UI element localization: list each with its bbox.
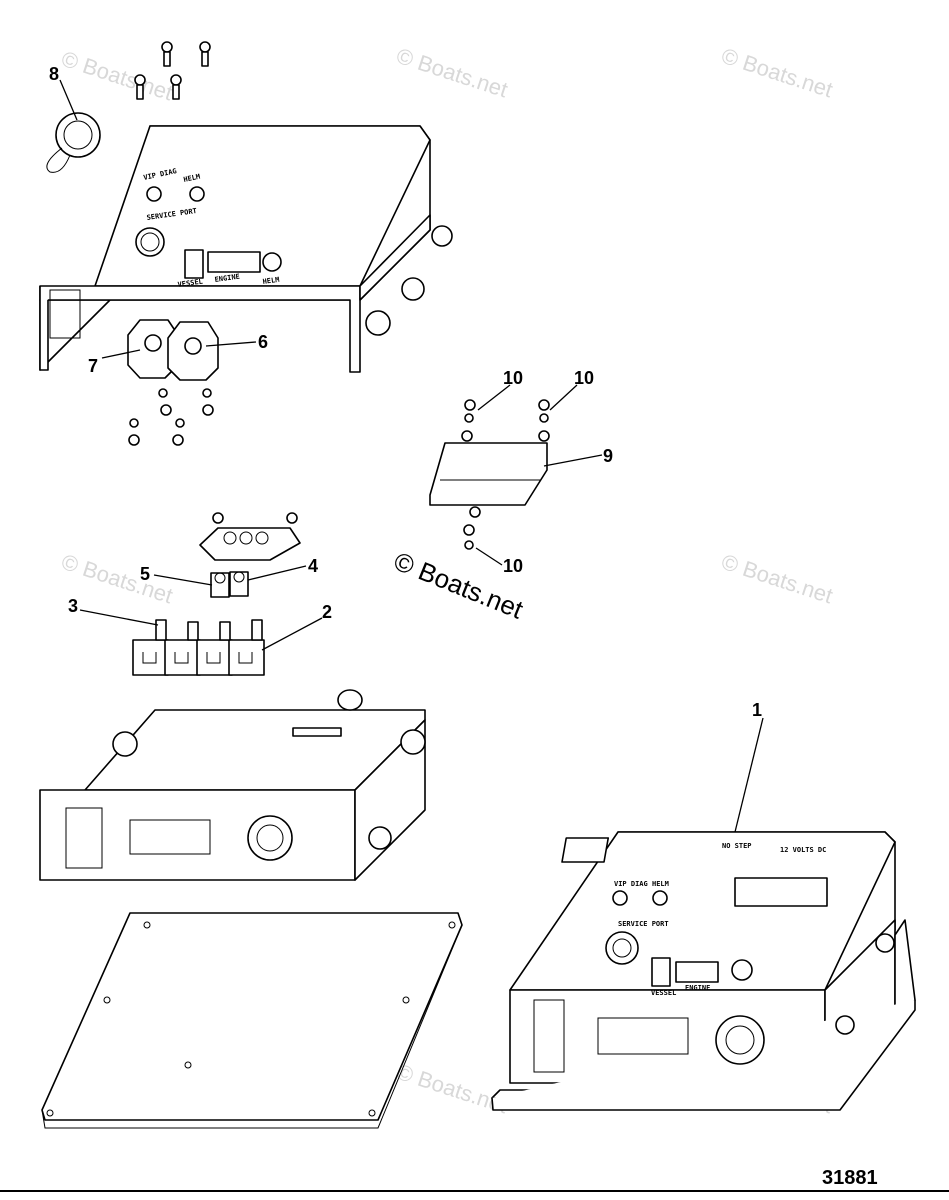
watermark: © Boats.net [718,43,835,102]
label-vessel-2: VESSEL [651,989,676,997]
dust-cap [55,112,101,158]
screw [170,74,182,100]
callout-6: 6 [258,332,268,352]
info-decal [734,877,828,907]
relay-nuts [128,388,214,446]
callout-9: 9 [603,446,613,466]
label-vessel: VESSEL [177,278,203,289]
service-port-connector [135,227,165,257]
screw [161,41,173,67]
part-1-assembled-unit: NO STEP 12 VOLTS DC VIP DIAG HELM SERVIC… [491,700,916,1111]
callout-5: 5 [140,564,150,584]
callout-2: 2 [322,602,332,622]
callout-3: 3 [68,596,78,616]
label-engine: ENGINE [214,273,240,284]
base-plate [41,912,463,1129]
label-vip-diag-2: VIP DIAG [614,880,648,888]
label-helm-2: HELM [262,276,280,286]
parts-6-7-relays: 7 6 [88,319,268,446]
top-cover: VIP DIAG HELM SERVICE PORT VESSEL ENGINE… [39,125,453,373]
part-10-screws [463,384,578,566]
parts-2-5-fuse-block: 5 4 3 2 [68,512,332,676]
screw [134,74,146,100]
callout-8: 8 [49,64,59,84]
maxi-fuse-row [132,619,265,676]
callout-4: 4 [308,556,318,576]
callout-7: 7 [88,356,98,376]
screw [199,41,211,67]
vip-diag-port [146,186,162,202]
bottom-rule [0,1190,949,1192]
callout-10: 10 [503,556,523,576]
callout-10: 10 [503,368,523,388]
service-port-cap [605,931,639,965]
watermark: © Boats.net [718,549,835,608]
helm-port [189,186,205,202]
cap-tether [46,147,71,173]
base-box-middle [39,689,426,881]
label-service-port-2: SERVICE PORT [618,920,669,928]
label-helm-3: HELM [652,880,669,888]
watermark: © Boats.net [393,43,510,102]
label-helm: HELM [183,173,201,184]
label-no-step: NO STEP [722,842,752,850]
vessel-connector [184,249,204,279]
label-engine-2: ENGINE [685,984,710,992]
drawing-number: 31881 [822,1167,878,1189]
helm-connector [262,252,282,272]
engine-connector [207,251,261,273]
watermark: © Boats.net [58,46,175,105]
no-step-decal [561,837,610,863]
label-12-volts-dc: 12 VOLTS DC [780,846,826,854]
part-9-module: 9 10 10 10 [429,368,613,576]
part-8-screws-and-cap: 8 [46,41,211,173]
callout-1: 1 [752,700,762,720]
callout-10: 10 [574,368,594,388]
